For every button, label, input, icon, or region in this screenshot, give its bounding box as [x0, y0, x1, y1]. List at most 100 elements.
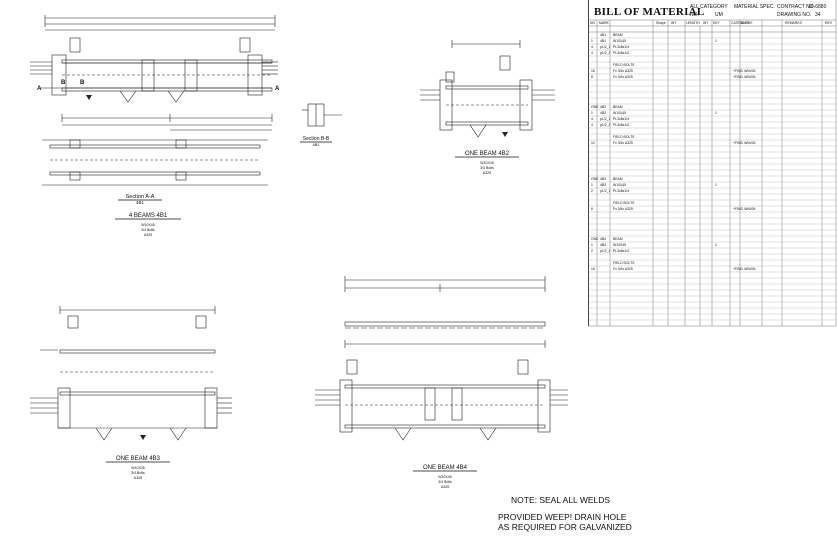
- bom-cell: 16: [591, 69, 595, 73]
- bom-contract-label: CONTRACT NO.: [777, 4, 815, 10]
- bom-cell: 1: [591, 183, 593, 187]
- section-aa-sub: 4B1: [136, 200, 145, 205]
- bom-cell: 4B1: [600, 33, 607, 37]
- note-seal-welds: NOTE: SEAL ALL WELDS: [511, 495, 611, 505]
- bom-cell: ONE: [591, 105, 599, 109]
- bom-drawing-label: DRAWING NO.: [777, 12, 812, 18]
- bom-cell: Fx 3/4x A325: [613, 69, 633, 73]
- bom-cell: 4B1: [600, 39, 607, 43]
- svg-text:B: B: [61, 80, 66, 86]
- bom-header-cell: REMARKS: [785, 21, 802, 25]
- bom-cell: W10X45: [613, 243, 627, 247]
- bom-cell: BEAM: [613, 33, 623, 37]
- bom-cell: FIELD BOLTS: [613, 135, 635, 139]
- section-bb-sub: 4B1: [312, 142, 320, 147]
- bom-cell: 1: [591, 111, 593, 115]
- bom-cell: +FIND 4W4/04: [733, 75, 756, 79]
- beam2-sub-0: W10X45: [480, 161, 493, 165]
- bom-cell: BEAM: [613, 177, 623, 181]
- bill-of-material: BILL OF MATERIAL ALL CATEGORY NO. UM MAT…: [588, 0, 837, 326]
- beam-4b2-elevation: [420, 40, 555, 138]
- beam3-label: ONE BEAM 4B3: [116, 456, 161, 462]
- bom-cell: 2: [591, 249, 593, 253]
- beam3-sub-1: 3/4 Bolts: [131, 471, 145, 475]
- bom-cell: ONE: [591, 237, 599, 241]
- bom-cell: p1/2_2: [600, 51, 611, 55]
- bom-cell: BEAM: [613, 237, 623, 241]
- bom-cell: W10X45: [613, 111, 627, 115]
- beam2-label: ONE BEAM 4B2: [465, 151, 510, 157]
- bom-cell: Fx 3/4x A325: [613, 207, 633, 211]
- bom-header-cell: NO: [590, 21, 596, 25]
- bom-cell: 4B2: [600, 105, 607, 109]
- bom-cell: +FIND 4W4/04: [733, 207, 756, 211]
- bom-cell: FIELD BOLTS: [613, 261, 635, 265]
- bom-cell: p1/2_1: [600, 249, 611, 253]
- bom-cell: 1: [591, 243, 593, 247]
- bom-cell: 1: [715, 243, 717, 247]
- beam-4b1-elevation: [30, 15, 278, 186]
- bom-cell: PL3x8x1/4: [613, 189, 630, 193]
- bom-header-cell: WT: [671, 21, 677, 25]
- bom-cell: 1: [715, 39, 717, 43]
- bom-cell: 4B3: [600, 183, 607, 187]
- bom-cell: PL3x8x1/4: [613, 51, 630, 55]
- bom-cell: 12: [591, 141, 595, 145]
- bom-cell: 4B4: [600, 237, 607, 241]
- bom-cell: 4B3: [600, 177, 607, 181]
- bom-header-cell: LENGTH: [686, 21, 700, 25]
- bom-header-cell: BLOCK: [741, 21, 753, 25]
- beam3-sub-0: W10X45: [131, 466, 144, 470]
- beam-4b4-elevation: [315, 276, 568, 441]
- section-aa-label: Section A-A: [126, 194, 155, 200]
- beam2-sub-1: 3/4 Bolts: [480, 166, 494, 170]
- bom-cell: +FIND 4W4/04: [733, 141, 756, 145]
- bom-cell: 16: [591, 267, 595, 271]
- bom-cell: PL3x8x1/4: [613, 45, 630, 49]
- bom-cell: +FIND 4W4/04: [733, 267, 756, 271]
- bom-cell: +FIND 4W4/04: [733, 69, 756, 73]
- bom-cell: W10X45: [613, 183, 627, 187]
- note-weep-2: AS REQUIRED FOR GALVANIZED: [498, 522, 632, 532]
- bom-drawing-value: 34: [815, 12, 821, 18]
- bom-cell: 4B2: [600, 111, 607, 115]
- bom-cell: 4: [591, 45, 593, 49]
- bom-header-cell: WT: [703, 21, 709, 25]
- bom-header-cell: Shape: [656, 21, 666, 25]
- bom-cell: FIELD BOLTS: [613, 201, 635, 205]
- bom-cell: 4B4: [600, 243, 607, 247]
- beam1-sub-2: A325: [144, 233, 152, 237]
- beam1-label: 4 BEAMS 4B1: [129, 213, 168, 219]
- beam1-sub-0: W10X45: [141, 223, 154, 227]
- bom-cell: ONE: [591, 177, 599, 181]
- beam2-sub-2: A325: [483, 171, 491, 175]
- bom-cell: p1/2_1: [600, 117, 611, 121]
- beam4-sub-2: A325: [441, 485, 449, 489]
- bom-cell: 4: [591, 117, 593, 121]
- beam-4b3-elevation: [30, 306, 232, 441]
- bom-contract-value: 10-6880: [808, 4, 827, 10]
- bom-cell: Fx 3/4x A325: [613, 75, 633, 79]
- bom-cell: 8: [591, 207, 593, 211]
- bom-cell: p1/2_2: [600, 123, 611, 127]
- beam3-sub-2: A325: [134, 476, 142, 480]
- bom-cell: Fx 3/4x A325: [613, 141, 633, 145]
- bom-cell: 1: [715, 111, 717, 115]
- svg-text:A: A: [275, 86, 280, 92]
- bom-cell: BEAM: [613, 105, 623, 109]
- bom-cell: 2: [591, 189, 593, 193]
- section-bb-label: Section B-B: [303, 136, 330, 142]
- bom-header-cell: CATEGORY: [731, 21, 750, 25]
- beam4-label: ONE BEAM 4B4: [423, 465, 468, 471]
- bom-cell: 8: [591, 75, 593, 79]
- svg-text:B: B: [80, 80, 85, 86]
- beam1-sub-1: 3/4 Bolts: [141, 228, 155, 232]
- beam4-sub-0: W10X45: [438, 475, 451, 479]
- bom-cell: Fx 3/4x A325: [613, 267, 633, 271]
- bom-um-label: UM: [715, 12, 723, 18]
- bom-header-cell: REV: [825, 21, 832, 25]
- bom-header-cell: KEY: [713, 21, 720, 25]
- bom-cell: FIELD BOLTS: [613, 63, 635, 67]
